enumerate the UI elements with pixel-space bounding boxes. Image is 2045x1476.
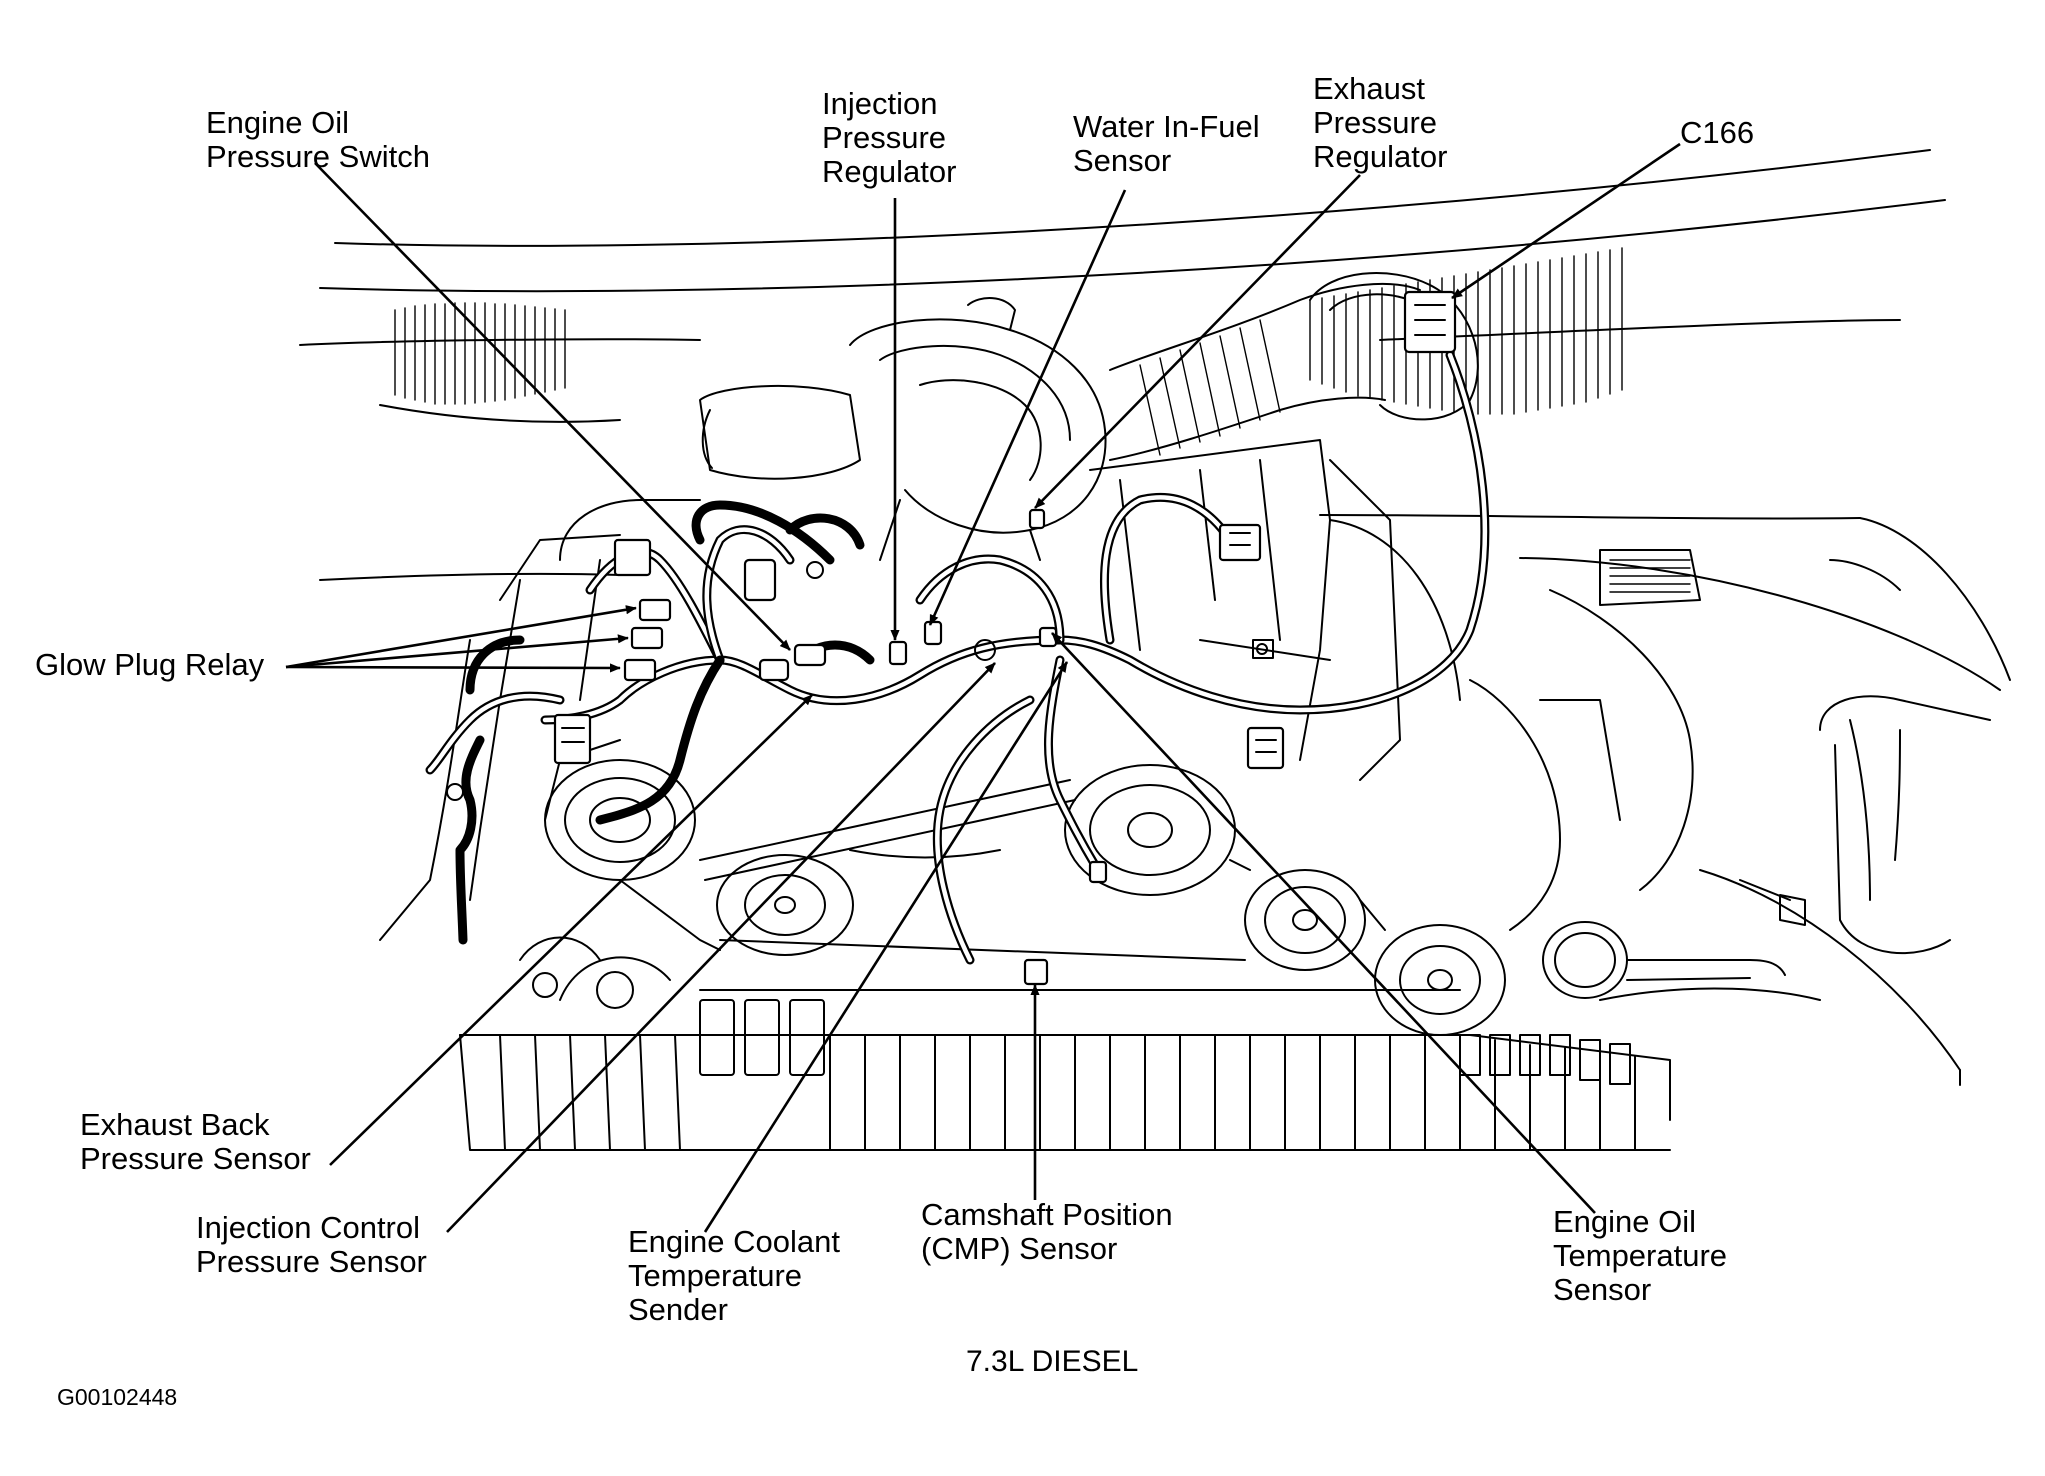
- radiator: [459, 936, 1671, 1151]
- label-engine-coolant-temperature-sender: Engine Coolant Temperature Sender: [628, 1225, 840, 1327]
- label-glow-plug-relay: Glow Plug Relay: [35, 648, 264, 682]
- hood-outline: [299, 149, 2011, 1086]
- label-line: Regulator: [822, 154, 957, 189]
- label-exhaust-pressure-regulator: Exhaust Pressure Regulator: [1313, 72, 1447, 174]
- label-line: Exhaust: [1313, 71, 1426, 106]
- label-injection-pressure-regulator: Injection Pressure Regulator: [822, 87, 956, 189]
- label-exhaust-back-pressure-sensor: Exhaust Back Pressure Sensor: [80, 1108, 311, 1176]
- label-line: Glow Plug Relay: [35, 647, 265, 682]
- label-line: Engine Oil: [206, 105, 350, 140]
- figure-code: G00102448: [57, 1384, 178, 1410]
- label-line: Regulator: [1313, 139, 1448, 174]
- label-line: Injection: [822, 86, 938, 121]
- connectors: [446, 290, 1457, 986]
- leader-lines: [285, 142, 1681, 1233]
- label-line: Injection Control: [196, 1210, 421, 1245]
- label-line: Pressure Sensor: [80, 1141, 311, 1176]
- label-engine-oil-pressure-switch: Engine Oil Pressure Switch: [206, 106, 430, 174]
- label-line: Pressure Sensor: [196, 1244, 427, 1279]
- label-camshaft-position-sensor: Camshaft Position (CMP) Sensor: [921, 1198, 1173, 1266]
- radiator-cap: [1542, 921, 1786, 999]
- label-line: Exhaust Back: [80, 1107, 270, 1142]
- label-injection-control-pressure-sensor: Injection Control Pressure Sensor: [196, 1211, 427, 1279]
- label-line: Sensor: [1073, 143, 1172, 178]
- battery: [1739, 559, 1991, 955]
- label-line: Engine Oil: [1553, 1204, 1697, 1239]
- label-line: Sender: [628, 1292, 728, 1327]
- label-line: Camshaft Position: [921, 1197, 1173, 1232]
- label-line: (CMP) Sensor: [921, 1231, 1118, 1266]
- label-line: Engine Coolant: [628, 1224, 840, 1259]
- engine-block: [379, 439, 1701, 941]
- wiring-harness: [425, 350, 1490, 965]
- label-line: Temperature: [628, 1258, 803, 1293]
- label-engine-oil-temperature-sensor: Engine Oil Temperature Sensor: [1553, 1205, 1727, 1307]
- left-grille: [379, 302, 621, 423]
- label-water-in-fuel-sensor: Water In-Fuel Sensor: [1073, 110, 1260, 178]
- label-line: Pressure Switch: [206, 139, 430, 174]
- label-line: Water In-Fuel: [1073, 109, 1260, 144]
- label-line: Pressure: [822, 120, 947, 155]
- label-line: Pressure: [1313, 105, 1438, 140]
- label-line: C166: [1680, 115, 1755, 150]
- label-line: Temperature: [1553, 1238, 1728, 1273]
- label-line: Sensor: [1553, 1272, 1652, 1307]
- diagram-caption: 7.3L DIESEL: [966, 1345, 1139, 1378]
- label-c166: C166: [1680, 116, 1754, 150]
